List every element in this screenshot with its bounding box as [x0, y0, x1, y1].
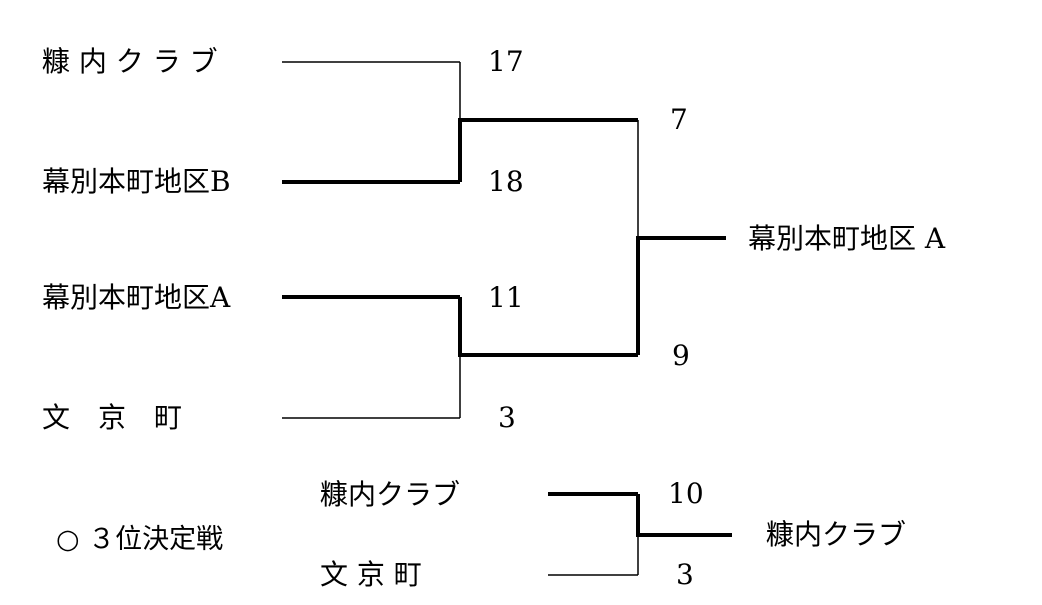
team-bunkyo-cho: 文 京 町: [42, 401, 183, 434]
score-final-bottom: 9: [672, 339, 690, 372]
third-team-bunkyo-cho: 文 京 町: [320, 558, 422, 591]
score-sf2-top: 11: [488, 281, 524, 314]
team-makubetsu-honmachi-b: 幕別本町地区B: [42, 165, 231, 198]
score-sf1-top: 17: [488, 45, 524, 78]
third-place-title: ○ ３位決定戦: [56, 524, 224, 555]
champion-name: 幕別本町地区 A: [748, 222, 946, 255]
score-sf2-bottom: 3: [498, 401, 516, 434]
team-nukanai-club: 糠 内 ク ラ ブ: [42, 45, 218, 78]
third-score-top: 10: [668, 477, 704, 510]
third-place-winner: 糠内クラブ: [766, 518, 907, 551]
third-score-bottom: 3: [676, 558, 694, 591]
score-sf1-bottom: 18: [488, 165, 524, 198]
score-final-top: 7: [670, 103, 688, 136]
team-makubetsu-honmachi-a: 幕別本町地区A: [42, 281, 231, 314]
third-team-nukanai-club: 糠内クラブ: [320, 478, 461, 511]
